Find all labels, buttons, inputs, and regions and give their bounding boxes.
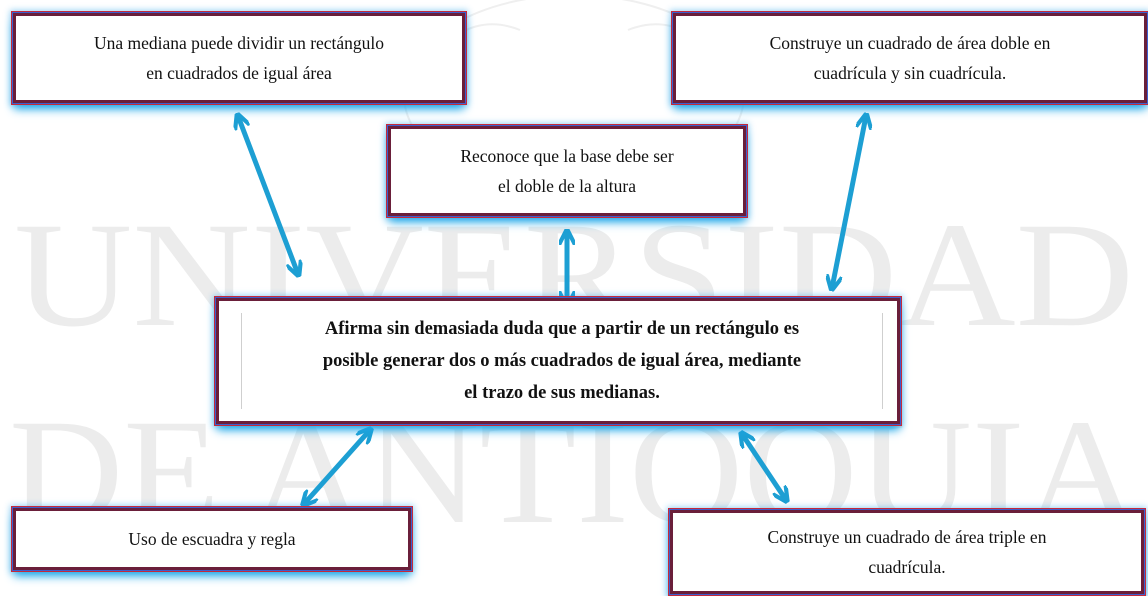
arrow-center-to-bottom-left	[304, 430, 370, 504]
arrow-center-to-bottom-right	[742, 434, 786, 500]
text-line: Construye un cuadrado de área triple en	[767, 527, 1047, 547]
text-line: Afirma sin demasiada duda que a partir d…	[324, 319, 800, 339]
concept-text: Uso de escuadra y regla	[128, 524, 295, 554]
concept-text: Construye un cuadrado de área triple en …	[768, 522, 1047, 582]
text-line: el doble de la altura	[498, 176, 636, 196]
text-line: el trazo de sus medianas.	[464, 383, 660, 403]
concept-box-middle: Reconoce que la base debe ser el doble d…	[387, 125, 747, 217]
concept-box-top-left: Una mediana puede dividir un rectángulo …	[12, 12, 466, 104]
text-line: Reconoce que la base debe ser	[460, 146, 674, 166]
concept-box-top-right: Construye un cuadrado de área doble en c…	[672, 12, 1148, 104]
concept-text: Construye un cuadrado de área doble en c…	[770, 28, 1051, 88]
concept-box-bottom-left: Uso de escuadra y regla	[12, 507, 412, 571]
text-line: posible generar dos o más cuadrados de i…	[322, 351, 802, 371]
text-line: en cuadrados de igual área	[146, 63, 332, 83]
arrow-top-left-to-center	[238, 116, 298, 274]
concept-box-bottom-right: Construye un cuadrado de área triple en …	[669, 509, 1145, 595]
text-line: Uso de escuadra y regla	[128, 529, 296, 549]
concept-text: Reconoce que la base debe ser el doble d…	[460, 141, 673, 201]
text-line: cuadrícula.	[868, 557, 946, 577]
concept-text: Una mediana puede dividir un rectángulo …	[94, 28, 384, 88]
arrow-top-right-to-center	[832, 116, 866, 288]
central-concept-box: Afirma sin demasiada duda que a partir d…	[215, 297, 901, 425]
text-line: Construye un cuadrado de área doble en	[769, 33, 1051, 53]
text-line: cuadrícula y sin cuadrícula.	[813, 63, 1007, 83]
central-concept-text: Afirma sin demasiada duda que a partir d…	[241, 313, 883, 409]
text-line: Una mediana puede dividir un rectángulo	[93, 33, 385, 53]
